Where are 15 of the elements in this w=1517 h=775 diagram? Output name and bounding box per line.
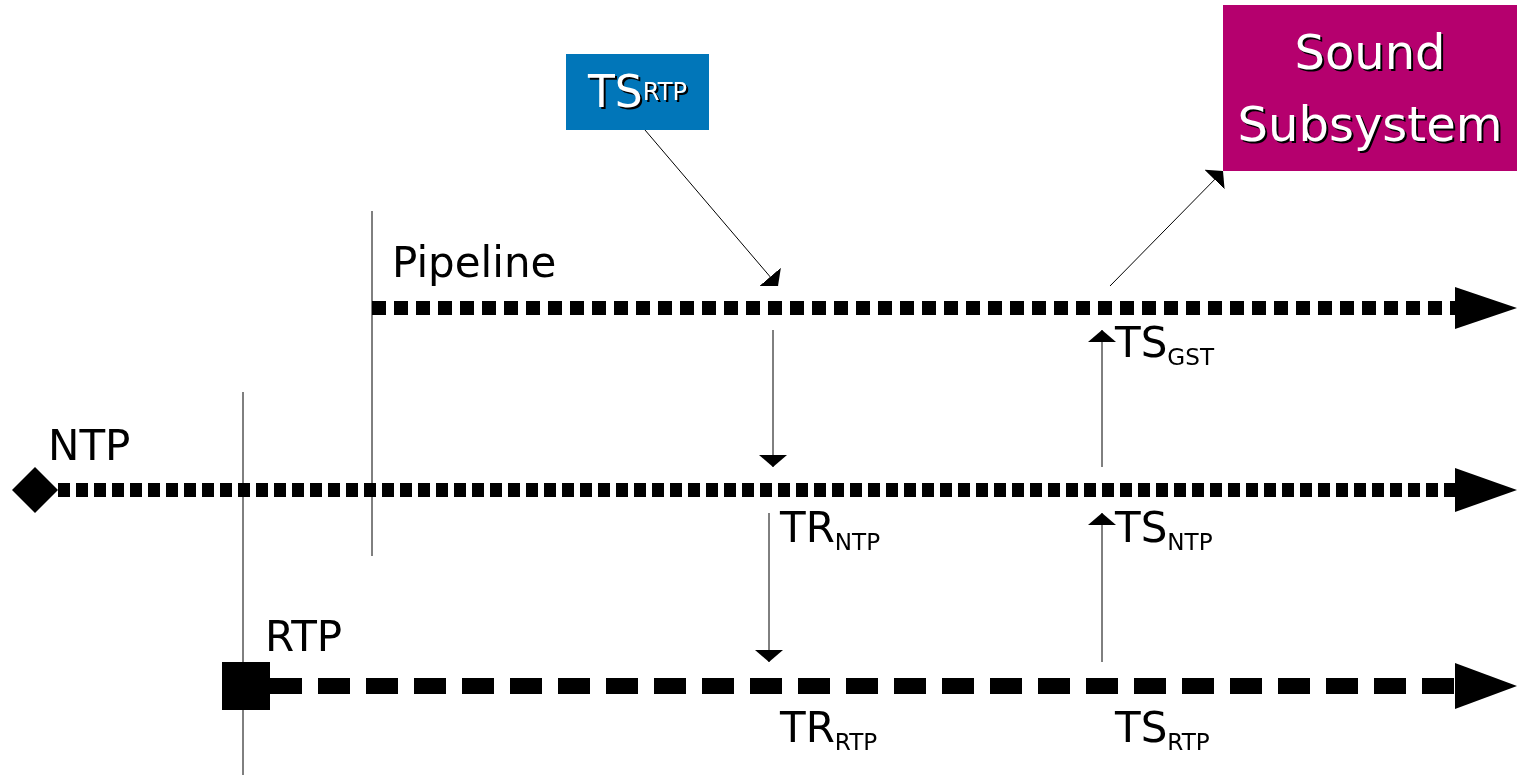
timeline-label: RTP xyxy=(265,616,343,658)
arrow xyxy=(1088,512,1116,663)
arrow xyxy=(644,129,781,287)
arrow xyxy=(1109,169,1225,287)
timestamp-label: TS$_{GST}$ xyxy=(1115,322,1214,370)
timestamp-label: TR$_{NTP}$ xyxy=(780,507,881,555)
timeline-label: NTP xyxy=(48,425,131,467)
timestamp-label: TR$_{RTP}$ xyxy=(780,707,878,755)
arrow xyxy=(1088,329,1116,468)
timestamp-label: TS$_{RTP}$ xyxy=(1115,707,1210,755)
arrow xyxy=(759,329,787,468)
timeline-label: Pipeline xyxy=(392,242,557,284)
timestamp-label: TS$_{NTP}$ xyxy=(1115,507,1213,555)
subsystem-box: Sound Subsystem xyxy=(1223,5,1517,171)
arrow xyxy=(755,512,783,663)
